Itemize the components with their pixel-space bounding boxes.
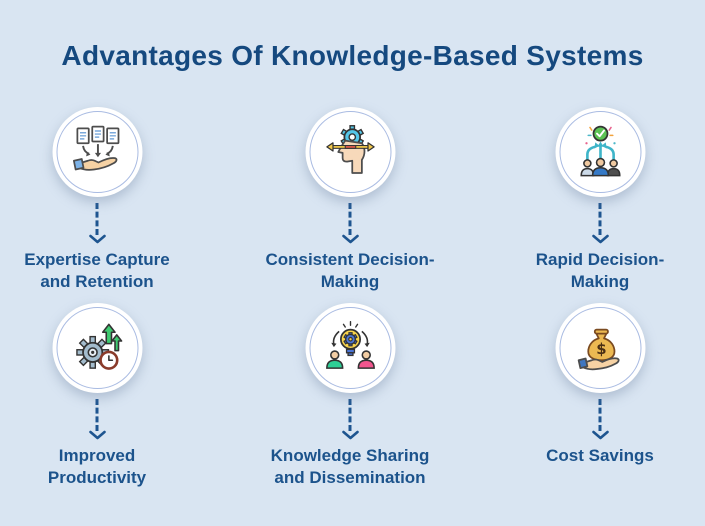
advantage-item-knowledge-sharing: Knowledge Sharing and Dissemination <box>233 303 468 490</box>
arrow-down-icon <box>591 234 609 244</box>
icon-circle: $ <box>555 303 645 393</box>
connector-dashed-line <box>348 203 352 235</box>
advantage-item-consistent-decision: Consistent Decision- Making <box>233 107 468 294</box>
advantage-label: Cost Savings <box>546 446 654 465</box>
connector-dashed-line <box>95 399 99 431</box>
connector-dashed-line <box>598 203 602 235</box>
advantage-label: Knowledge Sharing and Dissemination <box>270 446 430 488</box>
gear-growth-clock-icon <box>69 320 125 376</box>
icon-circle <box>305 303 395 393</box>
arrow-down-icon <box>88 430 106 440</box>
arrow-down-icon <box>591 430 609 440</box>
team-checkmark-icon <box>572 124 628 180</box>
advantage-item-expertise-capture: Expertise Capture and Retention <box>0 107 215 294</box>
connector-dashed-line <box>598 399 602 431</box>
arrow-down-icon <box>341 234 359 244</box>
arrow-down-icon <box>88 234 106 244</box>
documents-into-hand-icon <box>69 124 125 180</box>
advantage-label: Rapid Decision- Making <box>535 250 665 292</box>
icon-circle <box>52 107 142 197</box>
money-bag-hand-icon: $ <box>572 320 628 376</box>
advantage-item-improved-productivity: Improved Productivity <box>0 303 215 490</box>
svg-text:$: $ <box>596 340 606 358</box>
icon-circle <box>52 303 142 393</box>
page-title: Advantages Of Knowledge-Based Systems <box>61 40 644 71</box>
advantage-item-rapid-decision: Rapid Decision- Making <box>483 107 705 294</box>
arrow-down-icon <box>341 430 359 440</box>
idea-sharing-people-icon <box>322 320 378 376</box>
advantage-label: Expertise Capture and Retention <box>24 250 170 292</box>
icon-circle <box>305 107 395 197</box>
icon-circle <box>555 107 645 197</box>
connector-dashed-line <box>348 399 352 431</box>
advantage-label: Improved Productivity <box>47 446 147 488</box>
connector-dashed-line <box>95 203 99 235</box>
advantage-item-cost-savings: $ Cost Savings <box>483 303 705 467</box>
head-gear-arrow-icon <box>322 124 378 180</box>
advantage-label: Consistent Decision- Making <box>265 250 435 292</box>
